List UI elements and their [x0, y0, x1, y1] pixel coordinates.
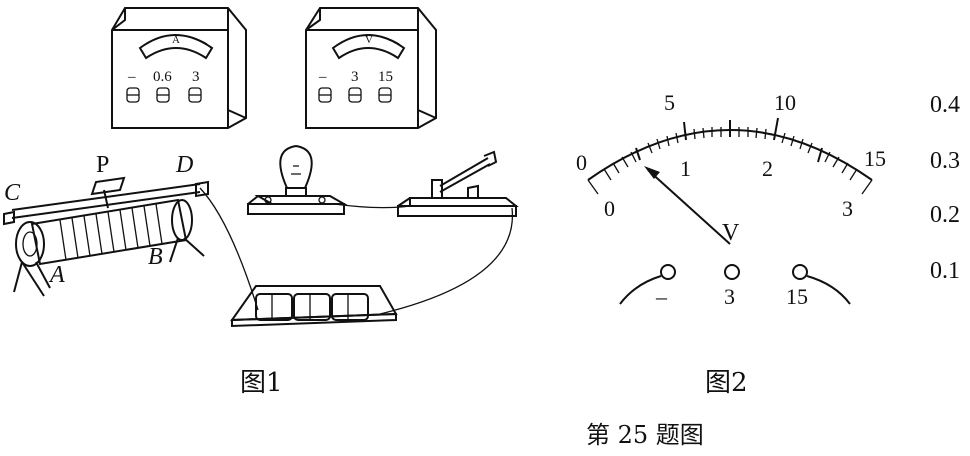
right-edge-scale: 0.4 0.3 0.2 0.1	[930, 92, 960, 284]
circuit-wires	[199, 187, 514, 315]
dial-terminal-15: 15	[786, 284, 808, 309]
lower-scale-2: 2	[762, 156, 773, 181]
lower-scale-0: 0	[604, 196, 615, 221]
right-edge-label-0-2: 0.2	[930, 202, 960, 228]
lamp	[247, 144, 348, 215]
voltmeter-dial: 0 5 10 15 0 1 2 3 V – 3 15	[576, 90, 886, 309]
main-caption: 第 25 题图	[586, 421, 704, 449]
figure1-caption: 图1	[240, 368, 283, 398]
dial-pointer	[644, 166, 731, 245]
ammeter-terminal-posts	[126, 87, 202, 103]
upper-scale-0: 0	[576, 150, 587, 175]
rheostat-label-d: D	[175, 152, 193, 178]
rheostat-coil	[59, 203, 163, 261]
voltmeter-face-label: V	[365, 34, 373, 46]
rheostat-label-p: P	[96, 152, 109, 178]
ammeter-terminal-3: 3	[192, 69, 200, 85]
lower-scale-3: 3	[842, 196, 853, 221]
voltmeter-terminal-15: 15	[378, 69, 393, 85]
lower-scale-1: 1	[680, 156, 691, 181]
ammeter-terminal-0-6: 0.6	[153, 69, 172, 85]
right-edge-label-0-1: 0.1	[930, 258, 960, 284]
right-edge-label-0-4: 0.4	[930, 92, 960, 118]
upper-scale-5: 5	[664, 90, 675, 115]
rheostat-label-b: B	[148, 244, 163, 270]
voltmeter-terminal-neg: –	[318, 69, 327, 85]
voltmeter: V – 3 15	[305, 7, 437, 129]
right-edge-label-0-3: 0.3	[930, 148, 960, 174]
rheostat: P C D A B	[3, 152, 209, 297]
figure2-caption: 图2	[705, 368, 748, 398]
dial-terminal-neg: –	[655, 284, 668, 309]
voltmeter-terminal-posts	[318, 87, 392, 103]
dial-ticks	[587, 117, 873, 195]
dial-terminal-3: 3	[724, 284, 735, 309]
dial-meter-label: V	[722, 220, 740, 246]
rheostat-label-c: C	[4, 180, 21, 206]
ammeter-face-label: A	[172, 34, 180, 46]
voltmeter-terminal-3: 3	[351, 69, 359, 85]
rheostat-label-a: A	[48, 262, 65, 288]
dial-terminals	[619, 264, 851, 305]
upper-scale-15: 15	[864, 146, 886, 171]
upper-scale-10: 10	[774, 90, 796, 115]
battery-pack	[230, 285, 398, 328]
ammeter-terminal-neg: –	[127, 69, 136, 85]
ammeter: A – 0.6 3	[111, 7, 247, 129]
switch	[397, 150, 519, 217]
